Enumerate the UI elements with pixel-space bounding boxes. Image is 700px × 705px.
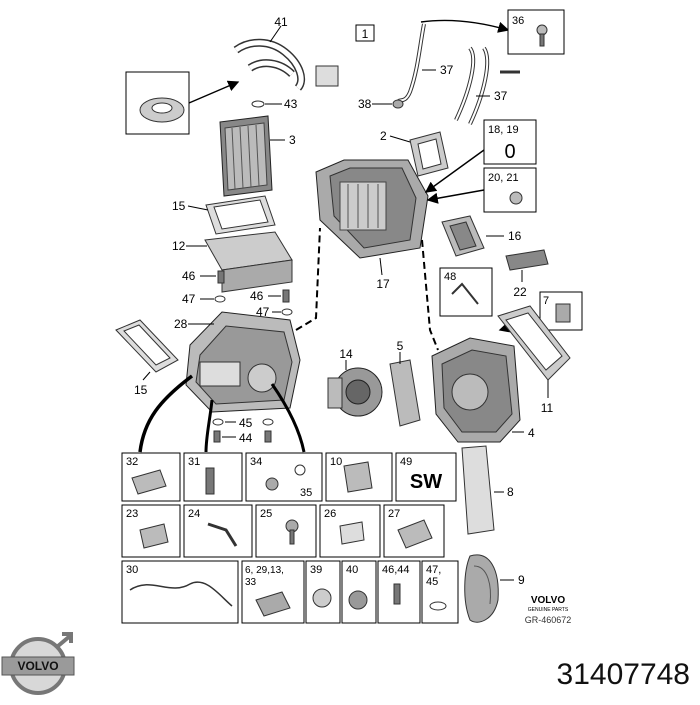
- label-31: 31: [188, 456, 200, 468]
- part-blower-14: [327, 367, 383, 417]
- label-26: 26: [324, 508, 336, 520]
- ref-box-1: [355, 24, 375, 42]
- logo-text: VOLVO: [17, 659, 58, 673]
- label-9: 9: [518, 573, 525, 587]
- label-33: 33: [245, 577, 257, 588]
- label-22: 22: [513, 285, 527, 299]
- label-45b: 45: [426, 576, 438, 588]
- part-bracket-5: [389, 359, 421, 427]
- part-actuator-16: [441, 215, 485, 257]
- part-duct-8: [461, 445, 495, 535]
- label-34: 34: [250, 456, 262, 468]
- box-36: [507, 9, 565, 55]
- box-49: [395, 452, 457, 502]
- part-resistor-22: [505, 249, 549, 271]
- label-43: 43: [284, 97, 298, 111]
- watermark-ref: GR-460672: [525, 615, 572, 625]
- label-46a: 46: [182, 269, 196, 283]
- label-10: 10: [330, 456, 342, 468]
- label-23: 23: [126, 508, 138, 520]
- box-47-45: [421, 560, 459, 624]
- box-24: [183, 504, 253, 558]
- box-20-21: [483, 167, 537, 213]
- box-25: [255, 504, 317, 558]
- label-27: 27: [388, 508, 400, 520]
- label-46-44: 46,44: [382, 564, 410, 576]
- label-20-21: 20, 21: [488, 172, 519, 184]
- part-ac-lines-37: [396, 23, 520, 125]
- label-41: 41: [274, 15, 288, 29]
- label-6-29-13: 6, 29,13,: [245, 565, 284, 576]
- part-frame-15a: [205, 195, 276, 235]
- part-gasket-15b: [115, 319, 179, 373]
- label-17: 17: [376, 277, 390, 291]
- label-25: 25: [260, 508, 272, 520]
- box-34-35: [245, 452, 323, 502]
- label-47: 47,: [426, 564, 441, 576]
- label-12: 12: [172, 239, 186, 253]
- label-32: 32: [126, 456, 138, 468]
- part-number: 31407748: [556, 658, 690, 691]
- label-37b: 37: [494, 89, 508, 103]
- label-15b: 15: [134, 383, 148, 397]
- box-26: [319, 504, 381, 558]
- label-18-19: 18, 19: [488, 124, 519, 136]
- label-36: 36: [512, 15, 524, 27]
- label-15a: 15: [172, 199, 186, 213]
- label-38: 38: [358, 97, 372, 111]
- part-gasket-2: [409, 131, 449, 177]
- label-16: 16: [508, 229, 522, 243]
- part-cover-11: [497, 305, 571, 381]
- label-46b: 46: [250, 289, 264, 303]
- part-evaporator-housing-17: [315, 159, 429, 259]
- part-vent-9: [464, 554, 499, 623]
- label-49: 49: [400, 456, 412, 468]
- box-18-19: [483, 119, 537, 165]
- label-8: 8: [507, 485, 514, 499]
- part-hoses-41: [233, 38, 339, 91]
- label-5: 5: [397, 339, 404, 353]
- label-2: 2: [380, 129, 387, 143]
- label-47a: 47: [182, 292, 196, 306]
- part-housing-12: [204, 231, 293, 293]
- label-28: 28: [174, 317, 188, 331]
- watermark-sub: GENUINE PARTS: [528, 607, 569, 613]
- label-37a: 37: [440, 63, 454, 77]
- label-40: 40: [346, 564, 358, 576]
- volvo-logo: VOLVO: [1, 632, 75, 695]
- value-18-19: 0: [504, 141, 515, 163]
- label-14: 14: [339, 347, 353, 361]
- label-35: 35: [300, 487, 312, 499]
- label-45: 45: [239, 416, 253, 430]
- label-24: 24: [188, 508, 200, 520]
- label-4: 4: [528, 426, 535, 440]
- part-lower-housing-28: [185, 311, 301, 413]
- label-47b: 47: [256, 305, 270, 319]
- value-49: SW: [410, 471, 442, 493]
- label-30: 30: [126, 564, 138, 576]
- watermark-brand: VOLVO: [531, 595, 565, 606]
- part-heater-core-3: [219, 115, 273, 197]
- label-48: 48: [444, 271, 456, 283]
- label-7: 7: [543, 295, 549, 307]
- box-30: [121, 560, 239, 624]
- label-1: 1: [362, 27, 369, 41]
- label-39: 39: [310, 564, 322, 576]
- part-blower-housing-4: [431, 337, 521, 443]
- box-48: [439, 267, 493, 317]
- label-11: 11: [541, 401, 554, 415]
- label-3: 3: [289, 133, 296, 147]
- label-44: 44: [239, 431, 253, 445]
